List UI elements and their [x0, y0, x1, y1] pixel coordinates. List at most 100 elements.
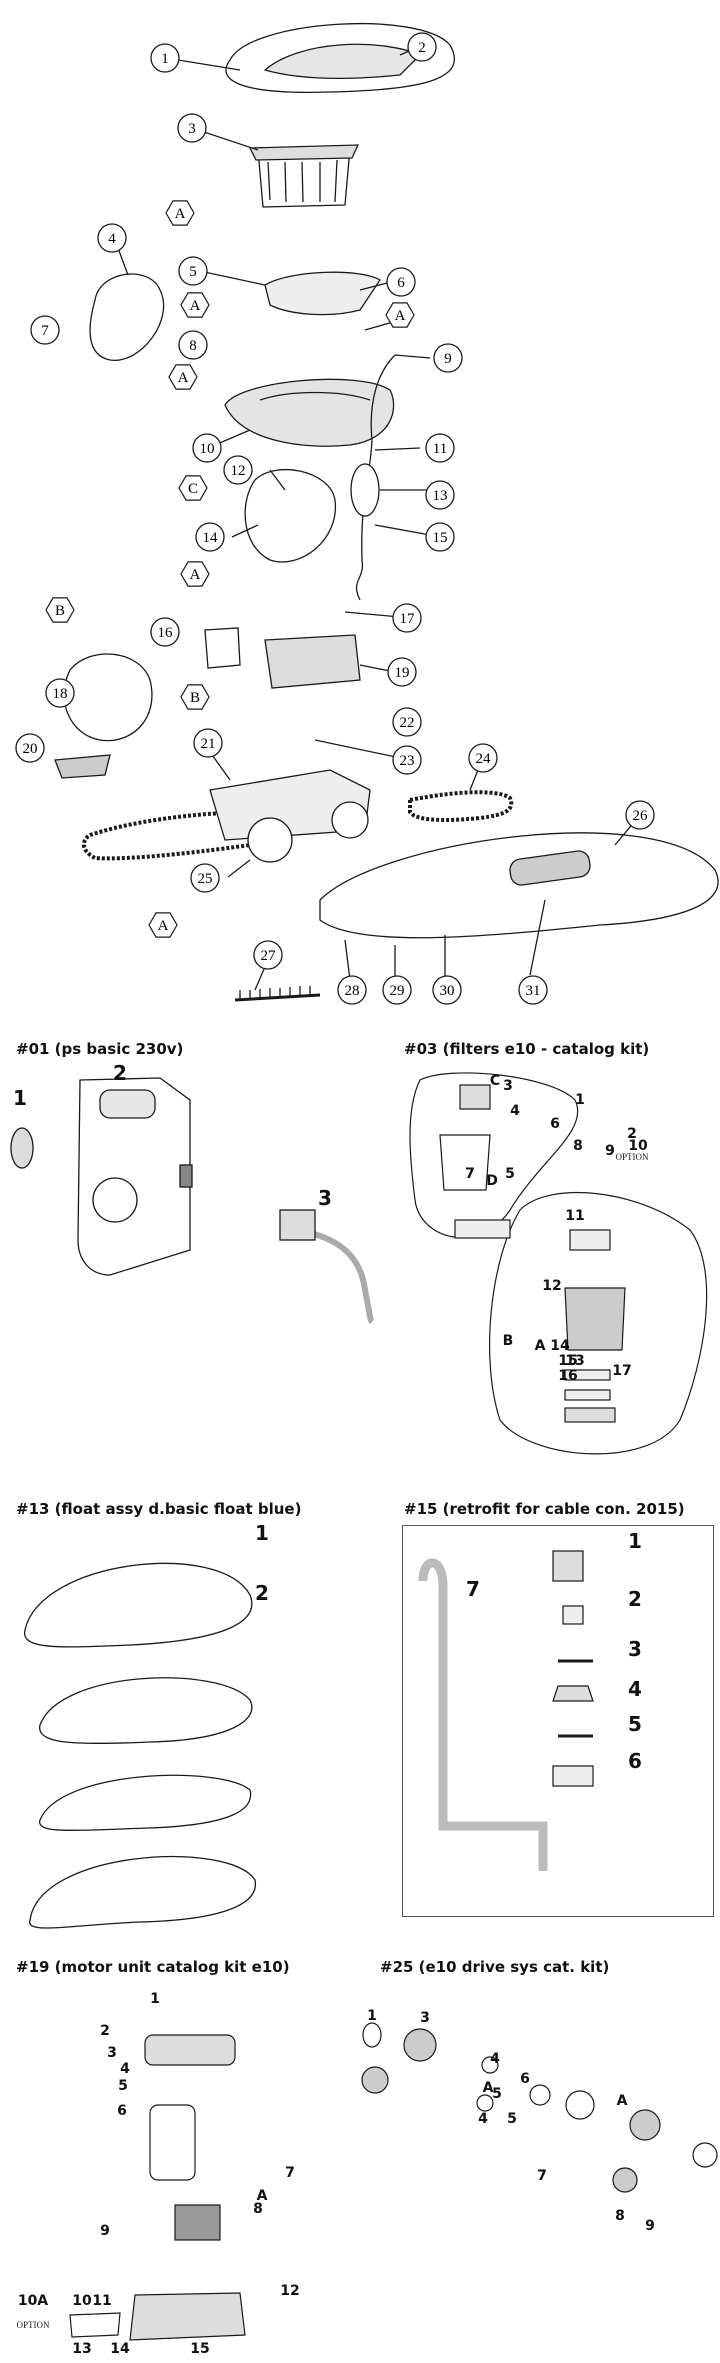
hex-marker-b: B: [45, 597, 75, 623]
s15-label-1: 2: [628, 1587, 642, 1611]
s19-label-2: 3: [107, 2045, 117, 2061]
s03-label-6: 7: [465, 1166, 475, 1182]
s19-label-5: 6: [117, 2103, 127, 2119]
svg-text:29: 29: [390, 983, 405, 999]
s03-label-17: A: [535, 1338, 546, 1354]
s15-label-4: 5: [628, 1712, 642, 1736]
svg-text:C: C: [188, 481, 198, 497]
svg-text:28: 28: [345, 983, 360, 999]
callout-29: 29: [382, 975, 412, 1005]
section-19-title: #19 (motor unit catalog kit e10): [16, 1958, 290, 1976]
svg-text:20: 20: [23, 741, 38, 757]
s19-label-15: 14: [110, 2341, 130, 2357]
callout-20: 20: [15, 733, 45, 763]
callout-21: 21: [193, 728, 223, 758]
svg-text:A: A: [158, 918, 169, 934]
s15-label-5: 6: [628, 1749, 642, 1773]
s19-label-12: 11: [92, 2293, 111, 2309]
s03-label-14: 15: [558, 1353, 577, 1369]
callout-13: 13: [425, 480, 455, 510]
s19-label-4: 5: [118, 2078, 128, 2094]
s25-label-8: 7: [537, 2168, 547, 2184]
s19-label-8: 8: [253, 2201, 263, 2217]
section-13-title: #13 (float assy d.basic float blue): [16, 1500, 302, 1518]
svg-text:6: 6: [397, 275, 405, 291]
svg-text:16: 16: [158, 625, 174, 641]
callout-19: 19: [387, 657, 417, 687]
hex-marker-a: A: [180, 561, 210, 587]
callout-11: 11: [425, 433, 455, 463]
callout-6: 6: [386, 267, 416, 297]
svg-text:A: A: [190, 567, 201, 583]
s15-label-0: 1: [628, 1529, 642, 1553]
hex-marker-a: A: [385, 302, 415, 328]
s25-label-6: 4: [478, 2111, 488, 2127]
s03-label-18: B: [503, 1333, 514, 1349]
s13-label-2: 2: [255, 1581, 269, 1605]
svg-text:A: A: [178, 370, 189, 386]
callout-24: 24: [468, 743, 498, 773]
s25-label-0: 1: [367, 2008, 377, 2024]
svg-text:5: 5: [189, 264, 197, 280]
svg-text:11: 11: [433, 441, 447, 457]
s03-label-19: C: [490, 1073, 500, 1089]
section-01-diagram: 1 2 3: [0, 1060, 400, 1340]
section-25-title: #25 (e10 drive sys cat. kit): [380, 1958, 610, 1976]
s25-label-9: A: [617, 2093, 628, 2109]
s03-label-20: D: [486, 1173, 498, 1189]
svg-text:24: 24: [476, 751, 492, 767]
s19-label-0: 1: [150, 1991, 160, 2007]
s25-label-11: 9: [645, 2218, 655, 2234]
svg-text:B: B: [190, 690, 200, 706]
s03-label-13: 14: [550, 1338, 570, 1354]
s25-label-3: 5: [492, 2086, 502, 2102]
section-01-title: #01 (ps basic 230v): [16, 1040, 184, 1058]
callout-4: 4: [97, 223, 127, 253]
s25-label-10: 8: [615, 2208, 625, 2224]
callout-28: 28: [337, 975, 367, 1005]
svg-text:12: 12: [231, 463, 246, 479]
s25-label-2: 4: [490, 2051, 500, 2067]
callout-15: 15: [425, 522, 455, 552]
callout-12: 12: [223, 455, 253, 485]
svg-text:25: 25: [198, 871, 213, 887]
s03-label-9: 10: [628, 1138, 648, 1154]
callout-1: 1: [150, 43, 180, 73]
s19-label-7: A: [257, 2188, 268, 2204]
section-03-title: #03 (filters e10 - catalog kit): [404, 1040, 650, 1058]
s19-label-16: 15: [190, 2341, 209, 2357]
s25-label-5: A: [483, 2080, 494, 2096]
svg-text:31: 31: [526, 983, 541, 999]
callout-25: 25: [190, 863, 220, 893]
hex-marker-a: A: [180, 292, 210, 318]
svg-text:A: A: [190, 298, 201, 314]
s19-label-3: 4: [120, 2061, 130, 2077]
s03-label-0: 1: [575, 1092, 585, 1108]
s19-label-11: 10: [72, 2293, 92, 2309]
s03-label-12: 13: [565, 1353, 584, 1369]
svg-text:17: 17: [400, 611, 416, 627]
s03-label-3: 4: [510, 1103, 520, 1119]
svg-text:2: 2: [418, 40, 426, 56]
s03-option-note: OPTION: [616, 1152, 649, 1162]
hex-marker-a: A: [168, 364, 198, 390]
svg-text:A: A: [175, 206, 186, 222]
s19-label-13: 12: [280, 2283, 299, 2299]
s03-label-10: 11: [565, 1208, 584, 1224]
svg-text:18: 18: [53, 686, 68, 702]
svg-text:7: 7: [41, 323, 49, 339]
callout-2: 2: [407, 32, 437, 62]
callout-14: 14: [195, 522, 225, 552]
callout-30: 30: [432, 975, 462, 1005]
callout-17: 17: [392, 603, 422, 633]
s03-label-8: 9: [605, 1143, 615, 1159]
svg-text:30: 30: [440, 983, 455, 999]
s19-label-1: 2: [100, 2023, 110, 2039]
hex-marker-c: C: [178, 475, 208, 501]
s25-label-7: 5: [507, 2111, 517, 2127]
s19-label-14: 13: [72, 2341, 91, 2357]
